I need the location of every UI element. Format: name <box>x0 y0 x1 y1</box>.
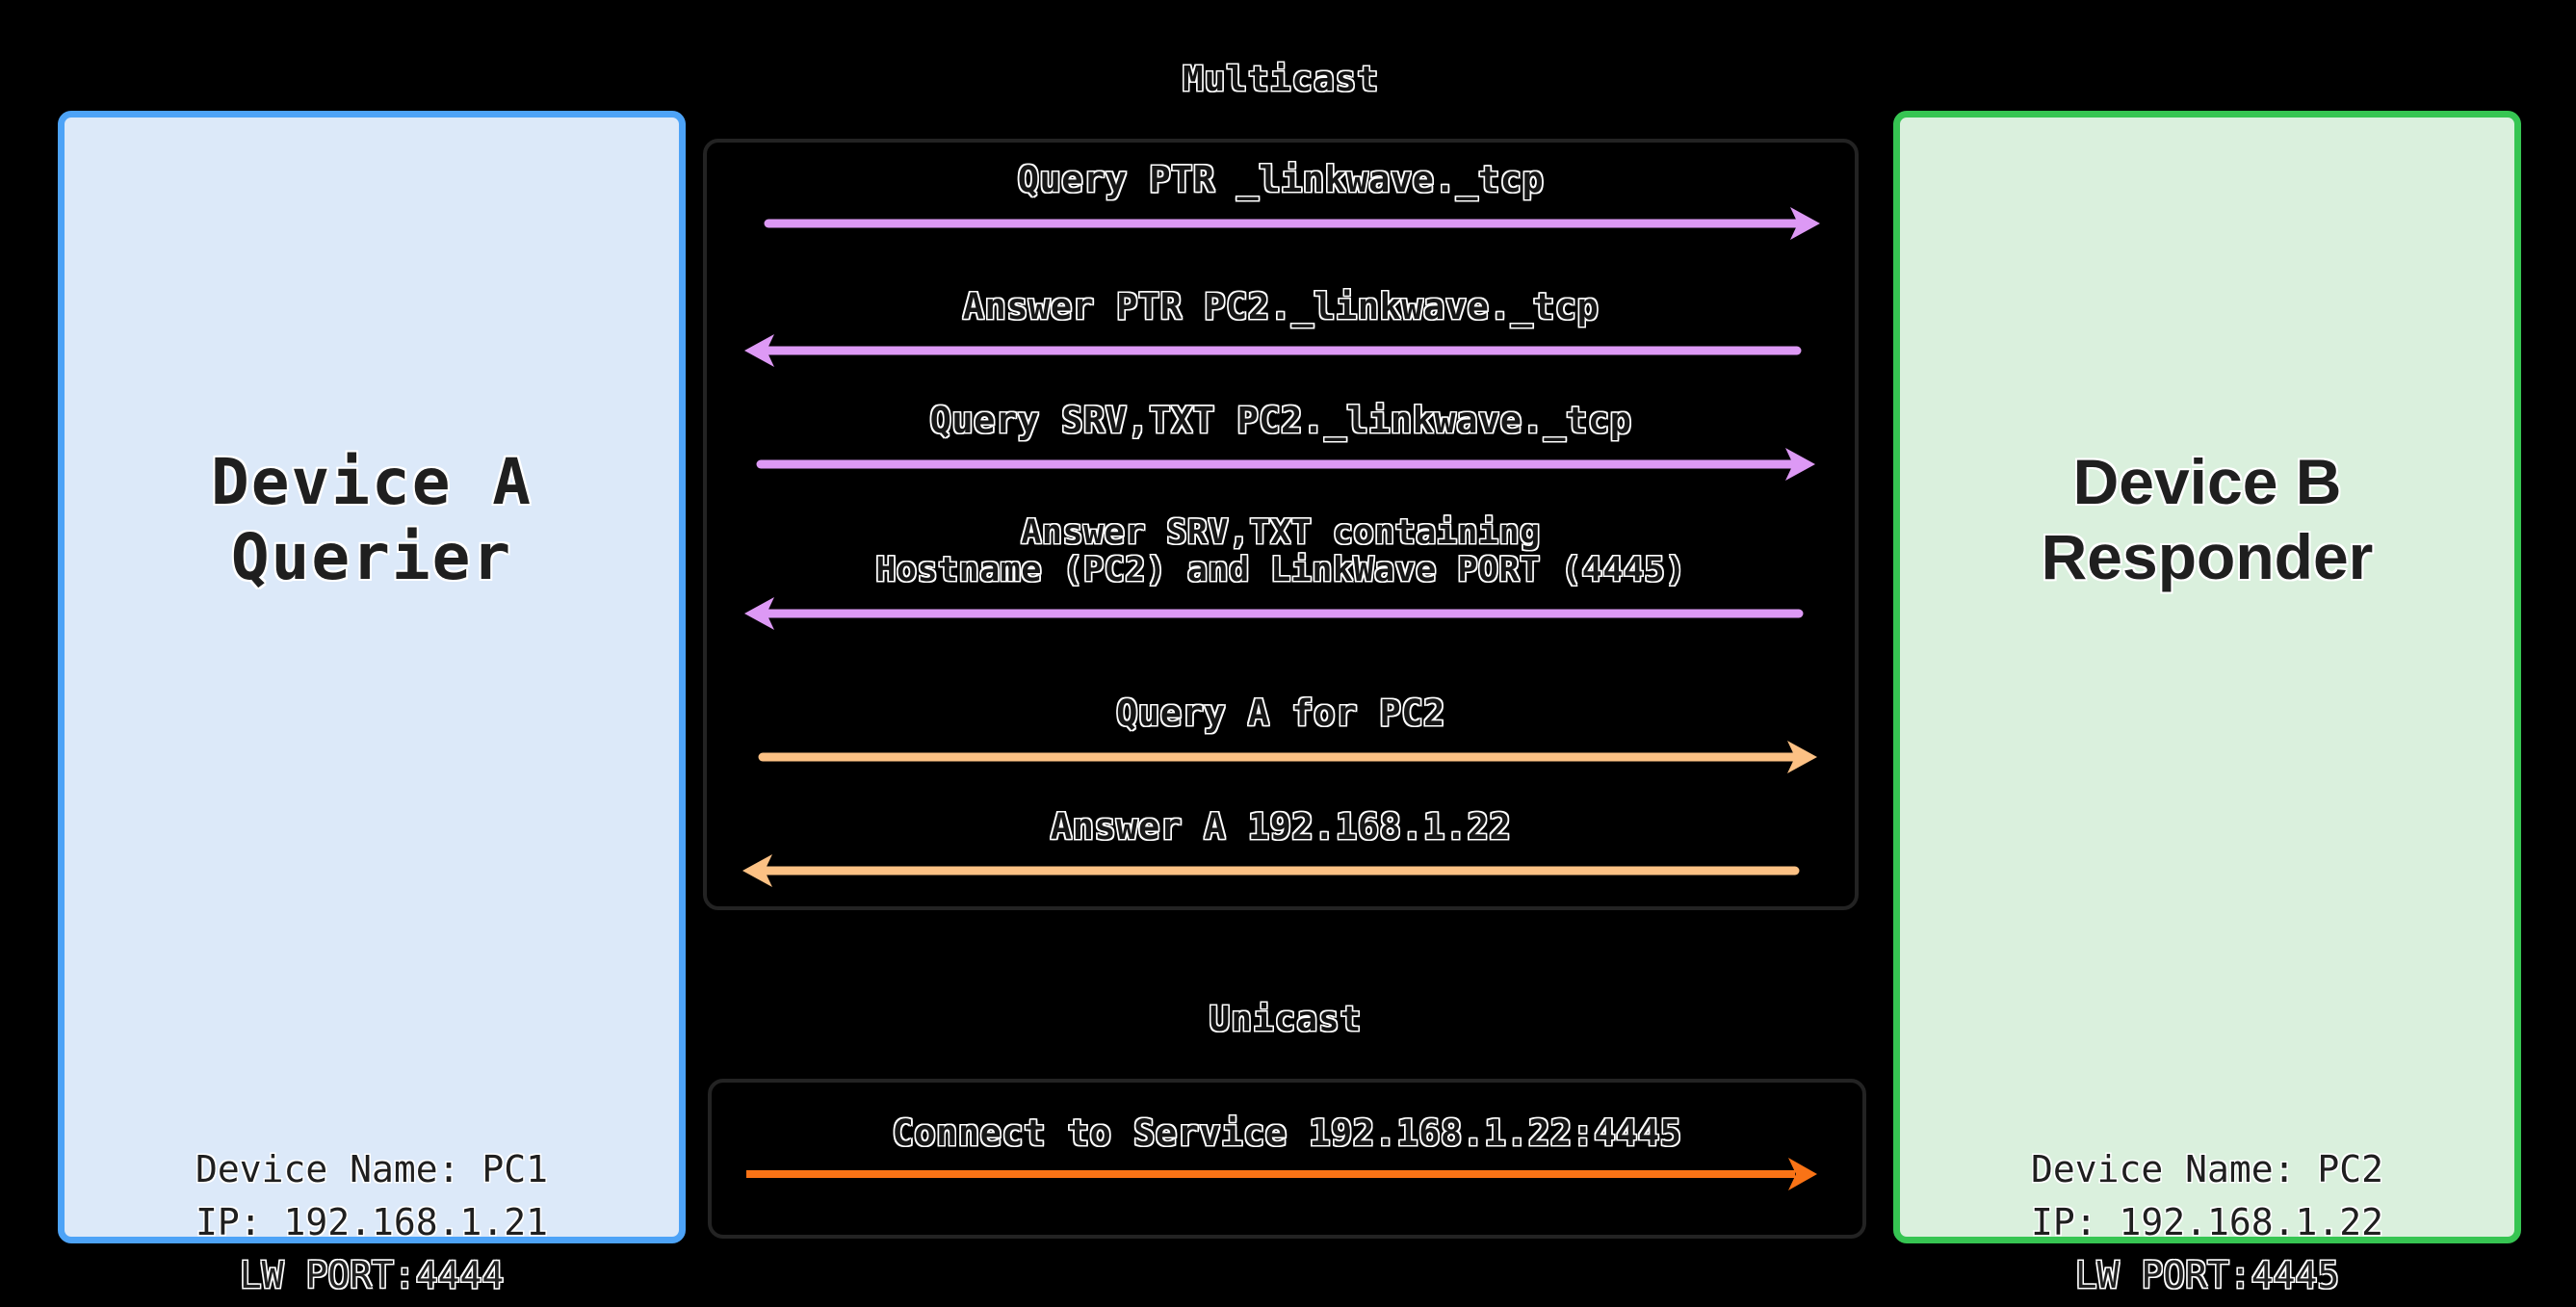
arrow-right-query-a <box>758 741 1817 774</box>
device-b-name-line: Device Name: PC2 <box>2030 1148 2384 1190</box>
message-query-srv-txt-label: Query SRV,TXT PC2._linkwave._tcp <box>929 400 1632 441</box>
unicast-panel: Connect to Service 192.168.1.22:4445 <box>708 1079 1866 1239</box>
message-answer-ptr: Answer PTR PC2._linkwave._tcp <box>707 287 1855 373</box>
device-a-port-line: LW PORT:4444 <box>239 1254 505 1297</box>
device-b-title-line2: Responder <box>2041 520 2374 592</box>
message-query-srv-txt: Query SRV,TXT PC2._linkwave._tcp <box>707 401 1855 486</box>
arrow-right-connect-to-service <box>746 1158 1817 1191</box>
multicast-panel: Query PTR _linkwave._tcp Answer PTR PC2.… <box>703 139 1859 910</box>
message-answer-ptr-label: Answer PTR PC2._linkwave._tcp <box>962 286 1600 327</box>
message-answer-a: Answer A 192.168.1.22 <box>707 807 1855 893</box>
device-a-title-line2: Querier <box>230 519 513 594</box>
unicast-section-title: Unicast <box>1209 1000 1363 1039</box>
message-connect-to-service-label: Connect to Service 192.168.1.22:4445 <box>892 1112 1682 1154</box>
message-answer-srv-txt: Answer SRV,TXT containing Hostname (PC2)… <box>707 513 1855 636</box>
arrow-left-answer-a <box>742 854 1800 888</box>
arrow-right-query-ptr <box>764 207 1820 241</box>
message-connect-to-service: Connect to Service 192.168.1.22:4445 <box>712 1113 1862 1193</box>
device-b-ip-line: IP: 192.168.1.22 <box>2030 1201 2384 1244</box>
device-b-title-line1: Device B <box>2072 446 2342 517</box>
message-query-ptr-label: Query PTR _linkwave._tcp <box>1017 159 1545 200</box>
device-b-port-line: LW PORT:4445 <box>2074 1254 2340 1297</box>
device-b-info: Device Name: PC2 IP: 192.168.1.22 LW POR… <box>1900 1143 2514 1302</box>
arrow-right-query-srv-txt <box>756 448 1815 482</box>
message-query-a-label: Query A for PC2 <box>1116 693 1445 734</box>
device-a-name-line: Device Name: PC1 <box>195 1148 549 1190</box>
multicast-section-title: Multicast <box>1182 60 1380 99</box>
message-answer-srv-txt-label: Answer SRV,TXT containing Hostname (PC2)… <box>875 513 1686 590</box>
device-a-title-line1: Device A <box>211 445 533 519</box>
arrow-left-answer-srv-txt <box>744 597 1804 631</box>
arrow-left-answer-ptr <box>744 334 1802 368</box>
device-a-ip-line: IP: 192.168.1.21 <box>195 1201 549 1244</box>
message-query-ptr: Query PTR _linkwave._tcp <box>707 160 1855 246</box>
device-a-info: Device Name: PC1 IP: 192.168.1.21 LW POR… <box>65 1143 679 1302</box>
message-answer-a-label: Answer A 192.168.1.22 <box>1050 806 1512 848</box>
message-query-a: Query A for PC2 <box>707 693 1855 779</box>
